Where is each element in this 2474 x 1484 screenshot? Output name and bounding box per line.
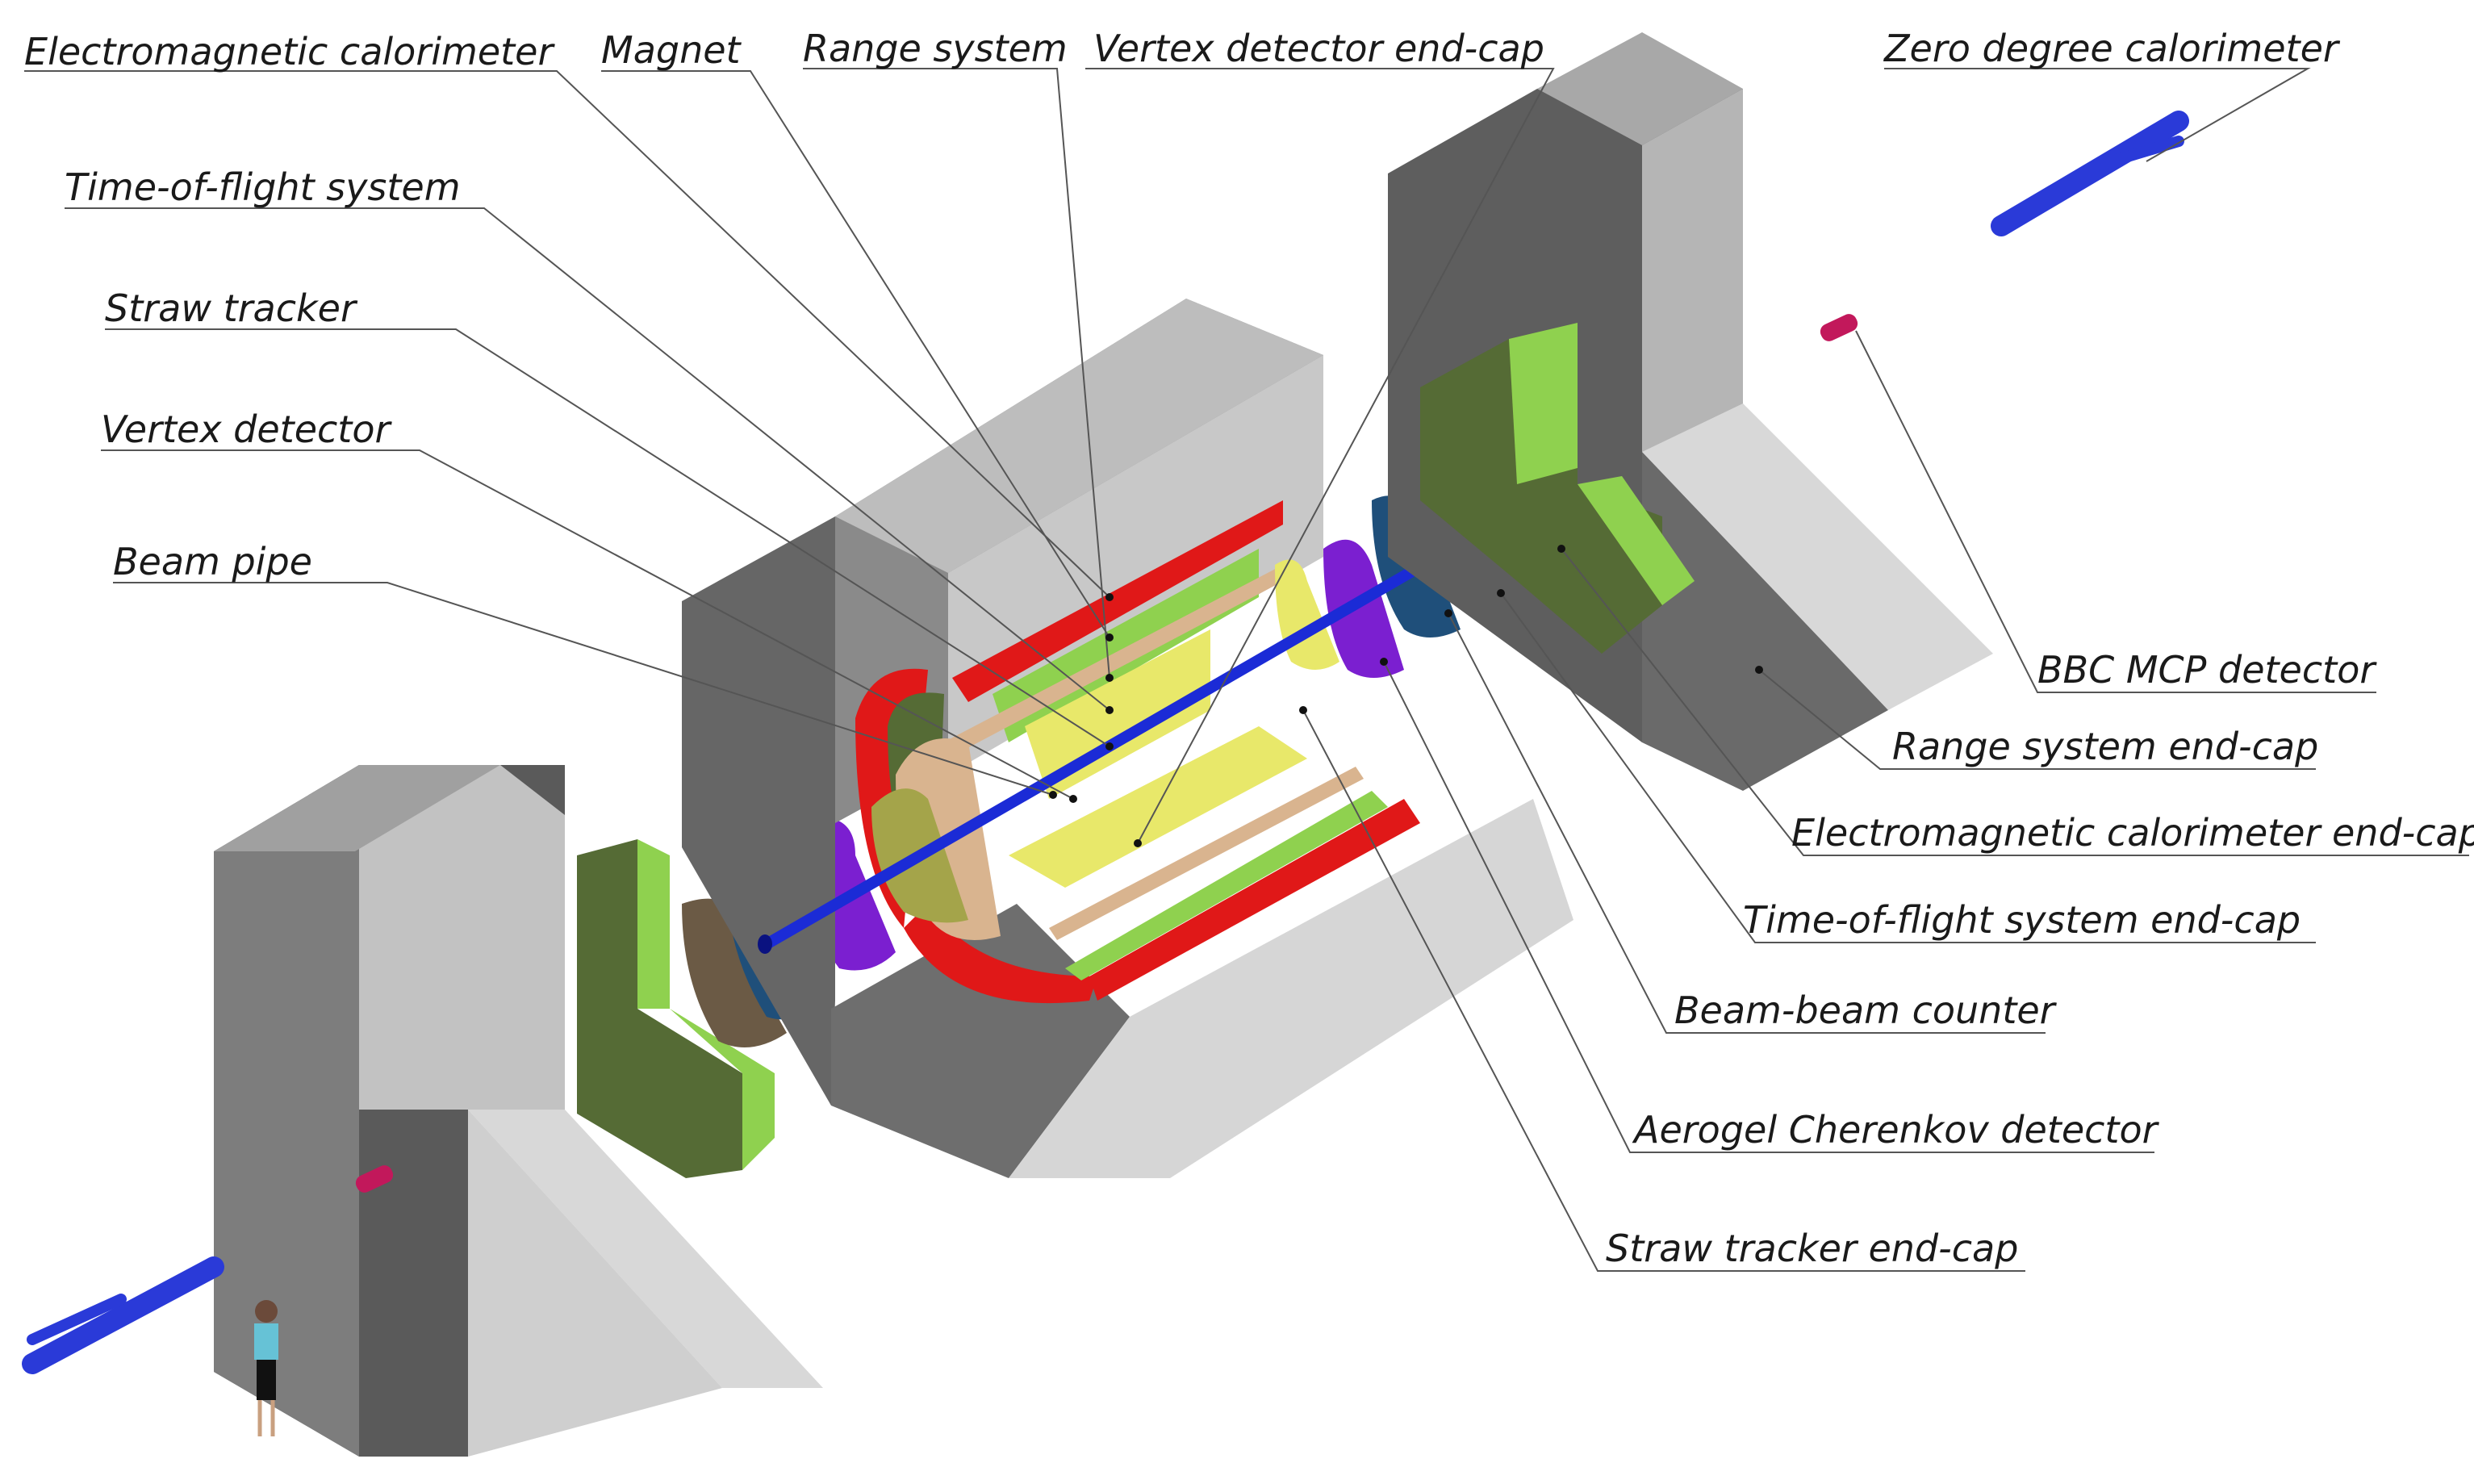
left-range-endcap — [577, 839, 775, 1178]
label-time-of-flight-system: Time-of-flight system — [65, 165, 461, 209]
zdc-left — [22, 1256, 224, 1374]
label-beam-pipe: Beam pipe — [113, 540, 312, 583]
label-vertex-detector: Vertex detector — [101, 408, 392, 451]
label-beam-beam-counter: Beam-beam counter — [1674, 989, 2058, 1032]
label-vertex-detector-end-cap: Vertex detector end-cap — [1093, 27, 1544, 70]
label-zero-degree-calorimeter: Zero degree calorimeter — [1883, 27, 2341, 70]
zdc-right — [1991, 111, 2189, 236]
label-range-system: Range system — [803, 27, 1068, 70]
left-tof-endcap — [682, 898, 787, 1047]
label-magnet: Magnet — [601, 28, 742, 72]
label-range-system-end-cap: Range system end-cap — [1892, 725, 2318, 768]
leader-dots — [1049, 545, 1763, 847]
bbc-mcp-right — [1820, 314, 1858, 341]
label-bbc-mcp-detector: BBC MCP detector — [2037, 648, 2377, 692]
leader-lines — [24, 68, 2469, 1272]
bbc-mcp-left — [355, 1165, 394, 1193]
left-yoke-endcap — [214, 765, 823, 1457]
person-scale-figure — [254, 1300, 278, 1436]
right-range-endcap — [1420, 323, 1695, 654]
label-straw-tracker-end-cap: Straw tracker end-cap — [1606, 1227, 2018, 1270]
label-electromagnetic-calorimeter: Electromagnetic calorimeter — [24, 30, 555, 73]
callout-labels: Electromagnetic calorimeter Magnet Range… — [24, 27, 2474, 1270]
label-time-of-flight-system-end-cap: Time-of-flight system end-cap — [1743, 898, 2301, 942]
label-electromagnetic-calorimeter-end-cap: Electromagnetic calorimeter end-cap — [1791, 811, 2474, 855]
label-aerogel-cherenkov-detector: Aerogel Cherenkov detector — [1632, 1108, 2160, 1152]
label-straw-tracker: Straw tracker — [105, 286, 358, 330]
